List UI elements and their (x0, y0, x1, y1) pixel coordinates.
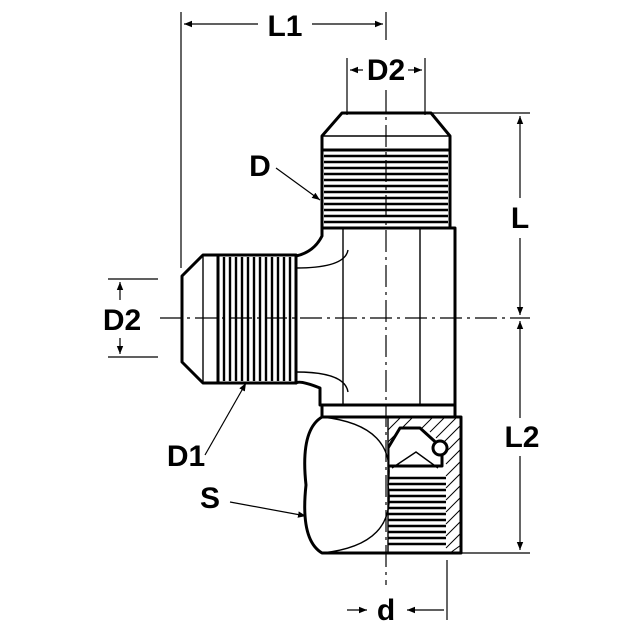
label-l1: L1 (267, 10, 302, 43)
fillet-line (295, 371, 349, 393)
seat-cone-line (391, 451, 439, 469)
d1-leader (204, 382, 247, 456)
internal-thread (388, 476, 446, 546)
nut-cutaway (388, 418, 461, 553)
left-thread (222, 257, 292, 381)
fillet-line (295, 249, 349, 269)
dimension-labels: L1 D2 D L D2 D1 L2 S d (103, 10, 540, 627)
fitting-body (294, 226, 457, 407)
left-flare-cone (180, 253, 220, 385)
label-l: L (511, 202, 529, 235)
retaining-wire (431, 439, 449, 457)
d-leader (275, 167, 321, 201)
s-leader (229, 501, 307, 518)
label-d2-top: D2 (367, 54, 405, 87)
tee-body (294, 226, 457, 407)
dimension-lines (108, 12, 530, 620)
center-lines (160, 90, 530, 585)
label-d-small: d (377, 594, 395, 627)
label-l2: L2 (504, 421, 539, 454)
internal-seat (388, 426, 444, 468)
label-s: S (200, 482, 220, 515)
label-d1: D1 (167, 440, 205, 473)
nut-collar (320, 403, 457, 419)
label-d2-left: D2 (103, 304, 141, 337)
swivel-nut (303, 403, 463, 555)
left-branch (180, 253, 298, 385)
label-d: D (249, 150, 271, 183)
